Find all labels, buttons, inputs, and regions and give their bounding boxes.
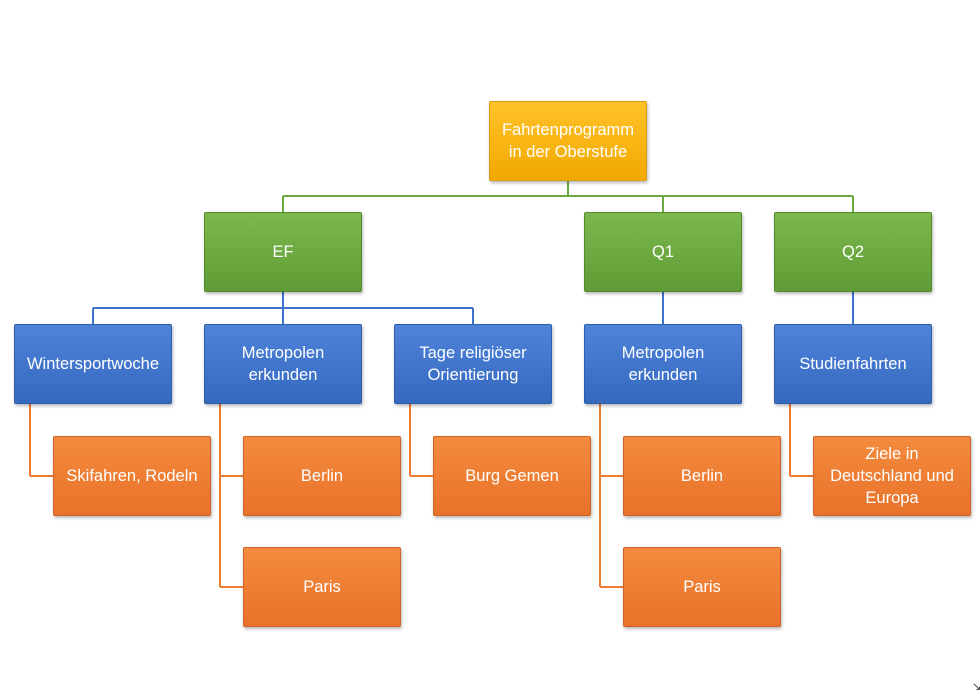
level-node-q1: Q1: [584, 212, 742, 292]
sub-node: Metropolen erkunden: [204, 324, 362, 404]
root-node: Fahrtenprogramm in der Oberstufe: [489, 101, 647, 181]
sub-node: Wintersportwoche: [14, 324, 172, 404]
sub-node: Metropolen erkunden: [584, 324, 742, 404]
leaf-node: Berlin: [243, 436, 401, 516]
leaf-node: Paris: [623, 547, 781, 627]
leaf-node: Ziele in Deutschland und Europa: [813, 436, 971, 516]
level-node-q2: Q2: [774, 212, 932, 292]
leaf-node: Burg Gemen: [433, 436, 591, 516]
leaf-node: Berlin: [623, 436, 781, 516]
leaf-node: Paris: [243, 547, 401, 627]
leaf-node: Skifahren, Rodeln: [53, 436, 211, 516]
level-node-ef: EF: [204, 212, 362, 292]
sub-node: Tage religiöser Orientierung: [394, 324, 552, 404]
sub-node: Studienfahrten: [774, 324, 932, 404]
mouse-cursor-icon: ↘: [972, 681, 980, 693]
